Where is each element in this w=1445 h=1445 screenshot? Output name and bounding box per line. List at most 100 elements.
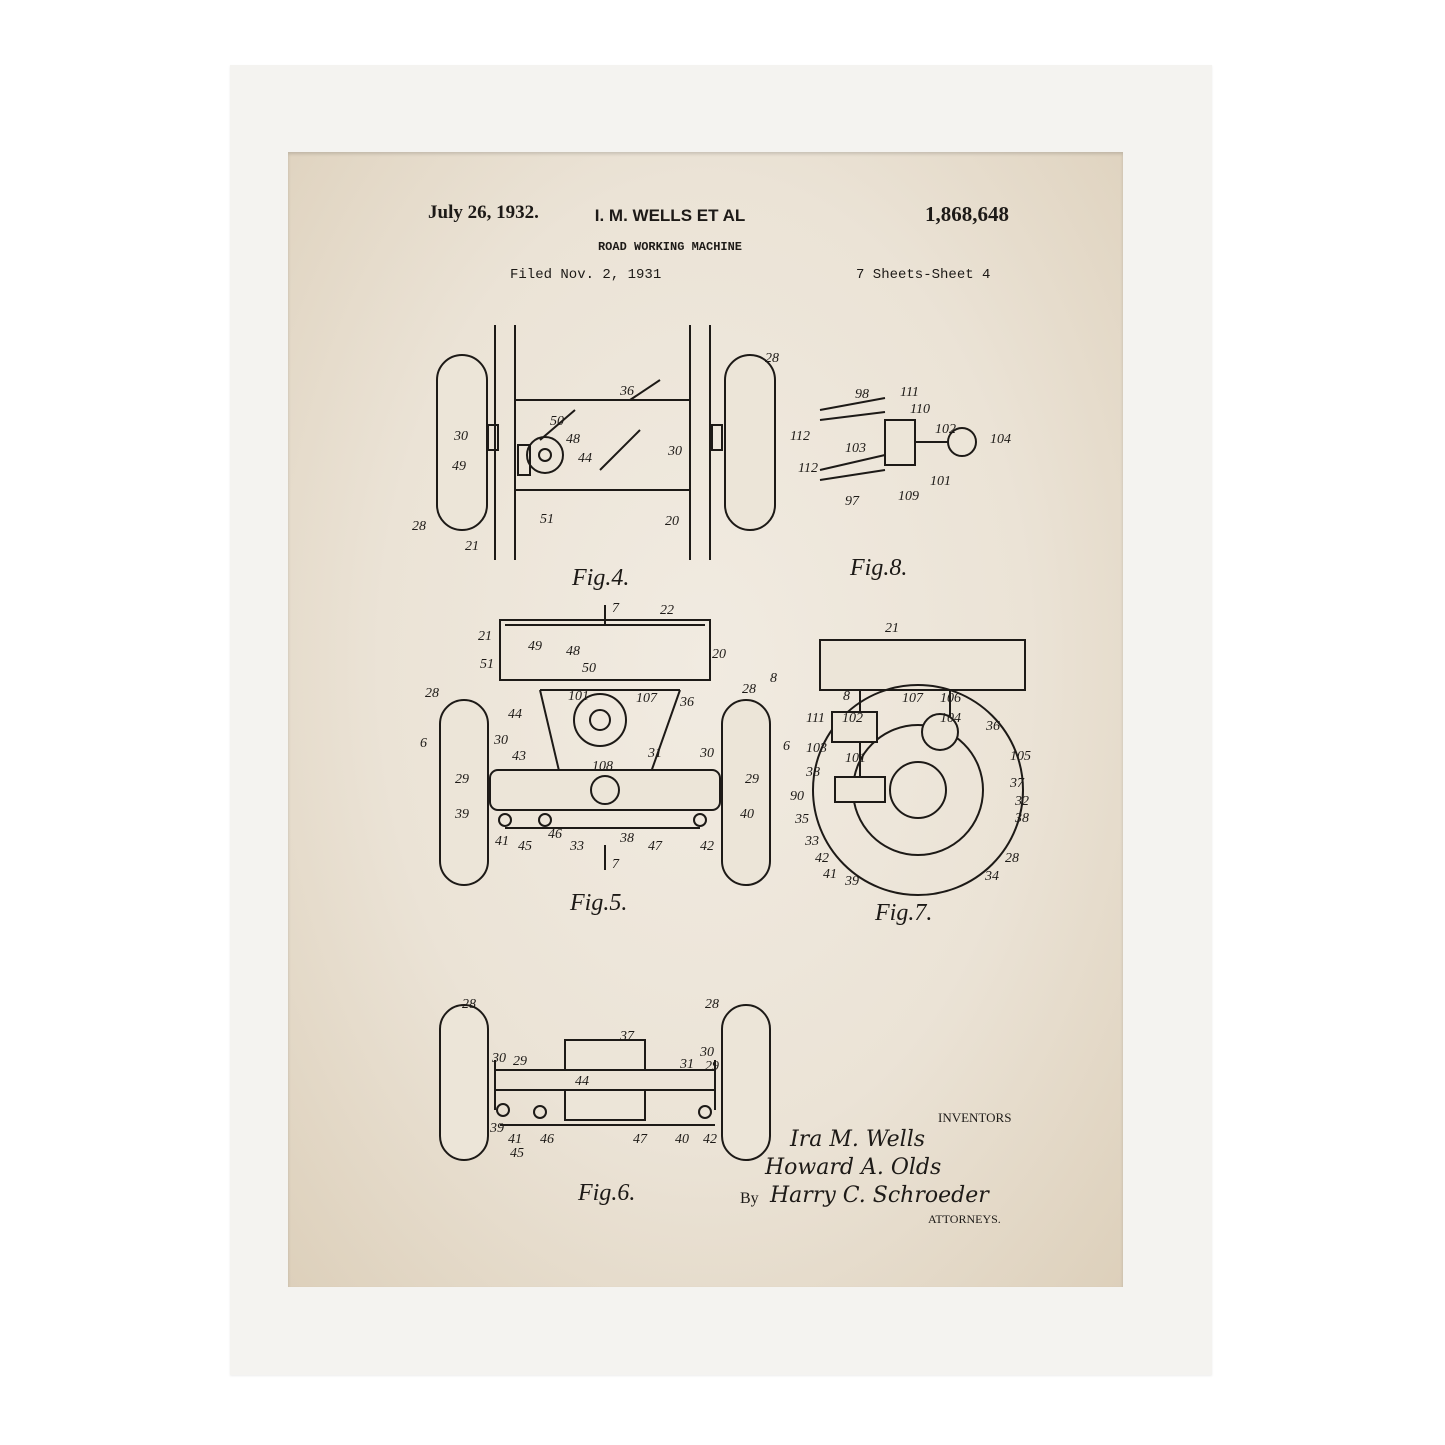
part-number-label: 36	[679, 695, 694, 710]
part-number-label: 29	[745, 772, 759, 787]
patent-title: ROAD WORKING MACHINE	[597, 240, 743, 254]
part-number-label: 48	[566, 432, 580, 447]
part-number-label: 103	[845, 441, 866, 456]
by-label: By	[740, 1190, 759, 1207]
part-number-label: 108	[592, 759, 613, 774]
part-number-label: 21	[478, 629, 492, 644]
part-number-label: 29	[513, 1054, 527, 1069]
part-number-label: 39	[454, 807, 469, 822]
part-number-label: 45	[518, 839, 532, 854]
part-number-label: 107	[902, 691, 924, 706]
part-number-label: 32	[1014, 794, 1029, 809]
part-number-label: 28	[765, 351, 779, 366]
part-number-label: 30	[699, 746, 714, 761]
part-number-label: 44	[508, 707, 522, 722]
part-number-label: 41	[823, 867, 837, 882]
part-number-label: 112	[790, 429, 810, 444]
part-number-label: 22	[660, 603, 674, 618]
part-number-label: 104	[990, 432, 1011, 447]
part-number-label: 41	[508, 1132, 522, 1147]
part-number-label: 8	[843, 689, 850, 704]
part-number-label: 20	[712, 647, 726, 662]
part-number-label: 49	[452, 459, 466, 474]
frame-body	[514, 399, 691, 491]
part-number-label: 42	[815, 851, 829, 866]
part-number-label: 48	[566, 644, 580, 659]
part-number-label: 30	[667, 444, 682, 459]
part-number-label: 28	[412, 519, 426, 534]
part-number-label: 101	[568, 689, 589, 704]
ball-joint	[947, 427, 977, 457]
inventors-label: INVENTORS	[938, 1110, 1012, 1125]
part-number-label: 6	[420, 736, 427, 751]
figure-6-label: Fig.6.	[577, 1180, 635, 1206]
part-number-label: 35	[794, 812, 809, 827]
part-number-label: 101	[930, 474, 951, 489]
part-number-label: 107	[636, 691, 658, 706]
part-number-label: 28	[462, 997, 476, 1012]
part-number-label: 111	[806, 711, 825, 726]
part-number-label: 6	[783, 739, 790, 754]
part-number-label: 7	[612, 601, 620, 616]
inventor-name: I. M. WELLS ET AL	[594, 206, 746, 225]
part-number-label: 109	[898, 489, 919, 504]
part-number-label: 30	[491, 1051, 506, 1066]
socket-block	[884, 419, 916, 466]
part-number-label: 36	[619, 384, 634, 399]
part-number-label: 34	[984, 869, 999, 884]
part-number-label: 21	[465, 539, 479, 554]
part-number-label: 45	[510, 1146, 524, 1161]
part-number-label: 7	[612, 857, 620, 872]
figure-6: Fig.6. 28 28 37 30 29 30 31 29 44 39 41 …	[439, 997, 771, 1206]
part-number-label: 20	[665, 514, 679, 529]
wheel-right	[724, 354, 776, 531]
part-number-label: 29	[705, 1059, 719, 1074]
part-number-label: 50	[550, 414, 564, 429]
attorney-signature: Harry C. Schroeder	[770, 1183, 989, 1208]
figure-8: Fig.8. 98 111 110 102 104 112 103 112 97…	[790, 385, 1011, 581]
part-number-label: 111	[900, 385, 919, 400]
part-number-label: 28	[742, 682, 756, 697]
part-number-label: 39	[489, 1121, 504, 1136]
part-number-label: 51	[540, 512, 554, 527]
part-number-label: 44	[575, 1074, 589, 1089]
figure-5-label: Fig.5.	[569, 890, 627, 916]
part-number-label: 28	[425, 686, 439, 701]
part-number-label: 90	[790, 789, 804, 804]
part-number-label: 28	[705, 997, 719, 1012]
part-number-label: 40	[740, 807, 754, 822]
figure-7: Fig.7. 21 8 8 107 106 111 102 104 36 105…	[770, 621, 1031, 926]
part-number-label: 46	[540, 1132, 554, 1147]
part-number-label: 105	[1010, 749, 1031, 764]
part-number-label: 29	[455, 772, 469, 787]
part-number-label: 37	[619, 1029, 635, 1044]
part-number-label: 40	[675, 1132, 689, 1147]
part-number-label: 42	[703, 1132, 717, 1147]
part-number-label: 38	[619, 831, 634, 846]
part-number-label: 104	[940, 711, 961, 726]
part-number-label: 102	[842, 711, 863, 726]
part-number-label: 41	[495, 834, 509, 849]
part-number-label: 30	[453, 429, 468, 444]
inventor-signature-1: Ira M. Wells	[790, 1127, 926, 1152]
part-number-label: 110	[910, 402, 930, 417]
part-number-label: 8	[770, 671, 777, 686]
part-number-label: 31	[647, 746, 662, 761]
figure-8-label: Fig.8.	[849, 555, 907, 581]
part-number-label: 43	[512, 749, 526, 764]
patent-number: 1,868,648	[925, 202, 1009, 226]
part-number-label: 97	[845, 494, 860, 509]
part-number-label: 21	[885, 621, 899, 636]
part-number-label: 103	[806, 741, 827, 756]
part-number-label: 49	[528, 639, 542, 654]
part-number-label: 51	[480, 657, 494, 672]
part-number-label: 50	[582, 661, 596, 676]
figure-5: Fig.5. 7 22 21 49 48 51 50 20 28 44 101 …	[420, 601, 790, 916]
part-number-label: 112	[798, 461, 818, 476]
part-number-label: 36	[985, 719, 1000, 734]
figure-7-label: Fig.7.	[874, 900, 932, 926]
part-number-label: 37	[1009, 776, 1025, 791]
part-number-label: 47	[648, 839, 663, 854]
part-number-label: 47	[633, 1132, 648, 1147]
part-number-label: 102	[935, 422, 956, 437]
